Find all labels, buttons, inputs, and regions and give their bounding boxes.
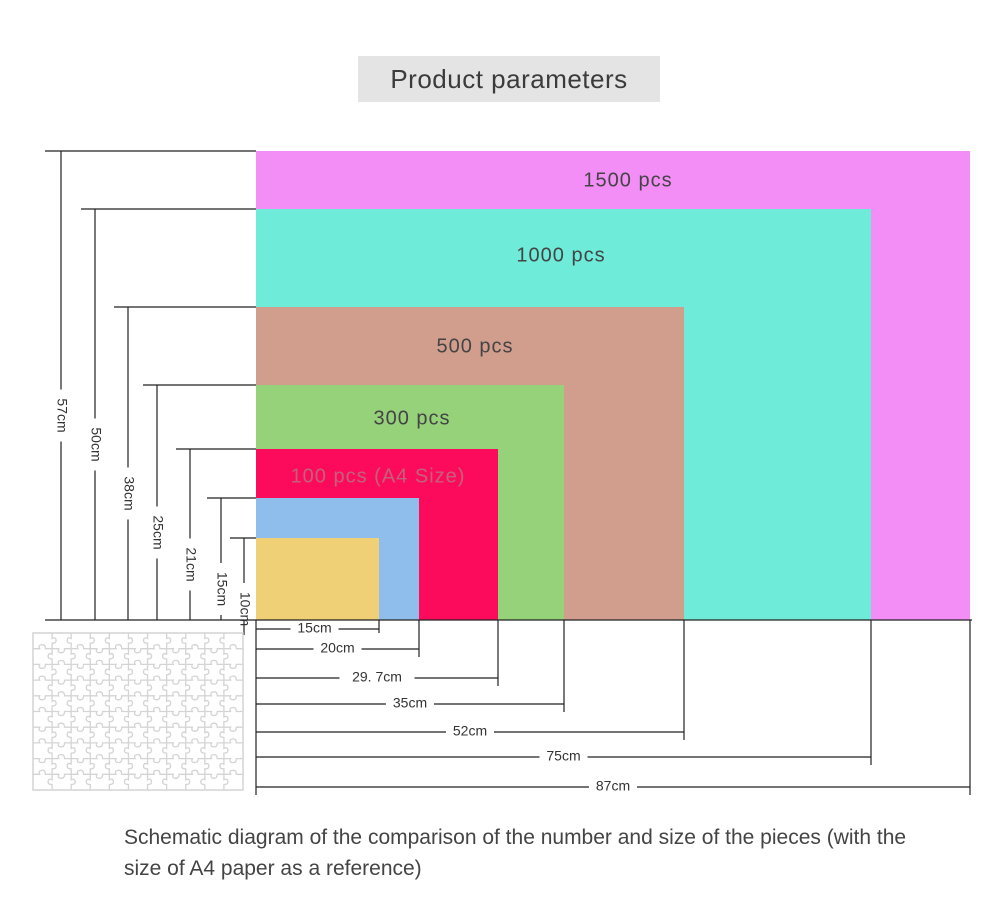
width-label-5: 20cm bbox=[320, 640, 354, 656]
pieces-label-0: 1500 pcs bbox=[583, 169, 672, 191]
puzzle-row-edge bbox=[33, 691, 243, 701]
puzzle-row-edge bbox=[33, 659, 243, 670]
puzzle-row-edge bbox=[33, 738, 243, 748]
height-label-3: 25cm bbox=[150, 515, 166, 549]
width-label-4: 29. 7cm bbox=[352, 669, 402, 685]
height-label-4: 21cm bbox=[183, 547, 199, 581]
pieces-label-2: 500 pcs bbox=[436, 335, 513, 357]
width-label-2: 52cm bbox=[453, 723, 487, 739]
height-label-1: 50cm bbox=[88, 427, 104, 461]
puzzle-row-edge bbox=[33, 769, 243, 779]
puzzle-row-edge bbox=[33, 675, 243, 685]
puzzle-row-edge bbox=[33, 753, 243, 764]
width-label-3: 35cm bbox=[393, 695, 427, 711]
size-rect-6 bbox=[256, 538, 379, 620]
page-title: Product parameters bbox=[390, 64, 628, 94]
height-label-0: 57cm bbox=[54, 398, 70, 432]
jigsaw-puzzle-icon bbox=[32, 632, 244, 791]
height-label-6: 10cm bbox=[237, 592, 253, 626]
puzzle-row-edge bbox=[33, 644, 243, 654]
pieces-label-3: 300 pcs bbox=[373, 407, 450, 429]
puzzle-row-edge bbox=[33, 722, 243, 732]
width-label-0: 87cm bbox=[596, 778, 630, 794]
title-box: Product parameters bbox=[358, 56, 660, 102]
height-label-2: 38cm bbox=[121, 476, 137, 510]
pieces-label-4: 100 pcs (A4 Size) bbox=[291, 465, 466, 487]
width-label-1: 75cm bbox=[546, 748, 580, 764]
width-label-6: 15cm bbox=[297, 620, 331, 636]
puzzle-row-edge bbox=[33, 706, 243, 717]
pieces-label-1: 1000 pcs bbox=[516, 244, 605, 266]
caption: Schematic diagram of the comparison of t… bbox=[124, 826, 907, 880]
height-label-5: 15cm bbox=[214, 572, 230, 606]
